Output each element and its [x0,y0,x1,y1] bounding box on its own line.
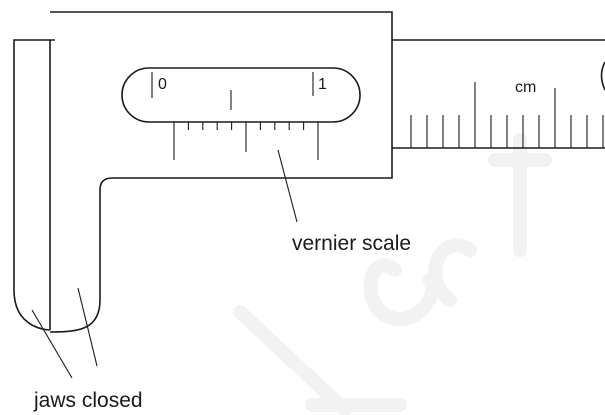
vernier-zero-label: 0 [158,76,167,93]
beam-end-arc [600,61,605,91]
vernier-scale-ticks [173,122,319,160]
jaws-closed-leader-right [77,287,98,367]
vernier-scale-label: vernier scale [292,232,411,255]
main-scale-ticks [410,82,604,148]
vernier-window: 0 1 [121,67,361,123]
sliding-jaw-body [49,11,393,333]
watermark [233,133,552,415]
fixed-jaw [13,39,55,331]
main-scale-beam [392,39,605,149]
jaws-closed-leader-left [31,309,73,379]
jaws-closed-label: jaws closed [33,389,143,412]
cm-unit-label: cm [515,79,536,96]
vernier-one-label: 1 [318,76,327,93]
vernier-scale-leader [277,149,298,223]
